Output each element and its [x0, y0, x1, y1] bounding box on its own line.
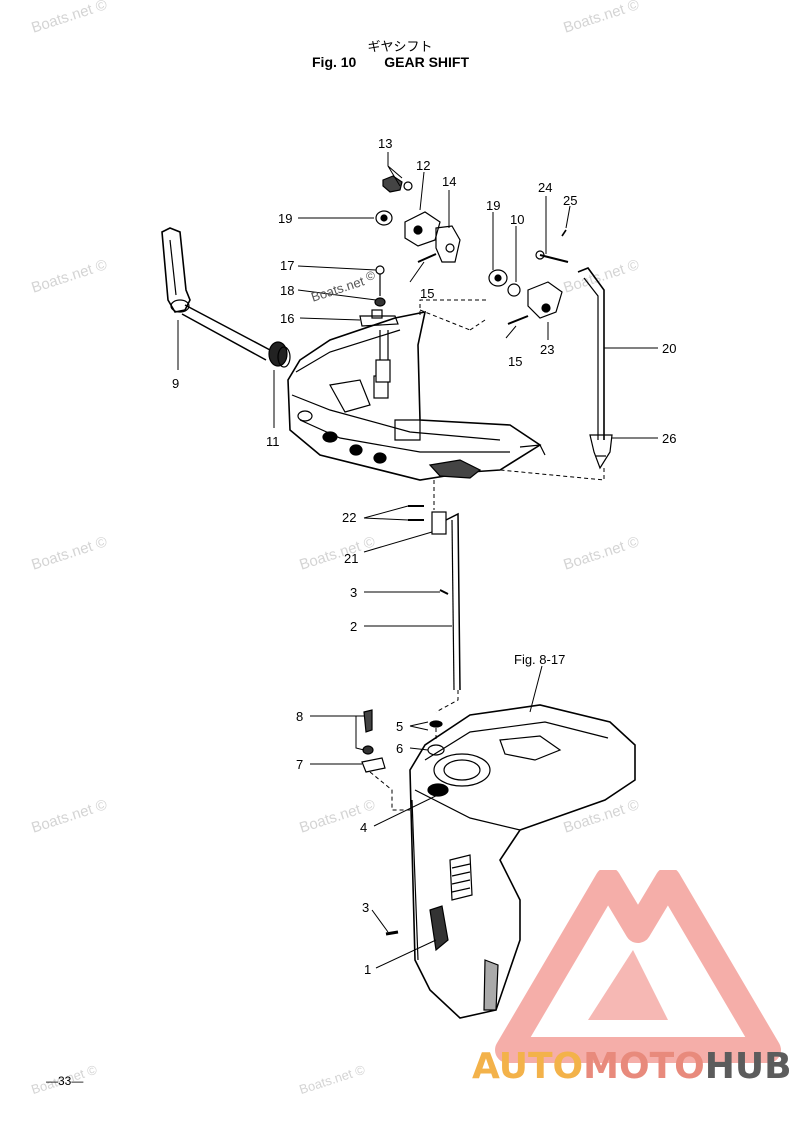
- small-parts: [361, 709, 445, 936]
- logo-part-auto: AUTO: [472, 1046, 584, 1087]
- callout-14: 14: [442, 174, 456, 189]
- callout-12: 12: [416, 158, 430, 173]
- callout-4: 4: [360, 820, 367, 835]
- callout-13: 13: [378, 136, 392, 151]
- shift-rod: [408, 505, 461, 691]
- callout-16: 16: [280, 311, 294, 326]
- callout-3: 3: [350, 585, 357, 600]
- shift-arms: [359, 175, 613, 470]
- callout-22: 22: [342, 510, 356, 525]
- logo-part-moto: MOTO: [583, 1046, 705, 1087]
- callout-5: 5: [396, 719, 403, 734]
- callout-2: 2: [350, 619, 357, 634]
- bottom-cowling: [287, 310, 546, 481]
- callout-1: 1: [364, 962, 371, 977]
- callout-10: 10: [510, 212, 524, 227]
- shift-lever: [161, 227, 291, 368]
- leader-lines: [177, 152, 658, 969]
- inline-watermark: Boats.net: [309, 273, 366, 304]
- callout-15: 15: [420, 286, 434, 301]
- automotohub-logo: [495, 870, 781, 1063]
- callout-19: 19: [278, 211, 292, 226]
- callout-18: 18: [280, 283, 294, 298]
- assembly-lines: [369, 299, 605, 811]
- callout-11: 11: [266, 434, 280, 449]
- figure-title: GEAR SHIFT: [384, 54, 470, 70]
- callout-labels: 13 12 14 19 19 10 24 25 17 18 16 15 15 2…: [172, 136, 676, 977]
- logo-part-hub: HUB: [704, 1046, 792, 1087]
- callout-17: 17: [280, 258, 294, 273]
- page-number: —33—: [46, 1074, 84, 1088]
- callout-9: 9: [172, 376, 179, 391]
- logo-wordmark: AUTOMOTOHUB: [472, 1046, 792, 1087]
- inline-watermark-symbol: ©: [366, 269, 375, 283]
- callout-20: 20: [662, 341, 676, 356]
- callout-25: 25: [563, 193, 577, 208]
- callout-8: 8: [296, 709, 303, 724]
- callout-19: 19: [486, 198, 500, 213]
- callout-26: 26: [662, 431, 676, 446]
- callout-24: 24: [538, 180, 552, 195]
- callout-15: 15: [508, 354, 522, 369]
- callout-23: 23: [540, 342, 554, 357]
- callout-3: 3: [362, 900, 369, 915]
- gear-case: [409, 704, 636, 1019]
- callout-6: 6: [396, 741, 403, 756]
- figure-number: Fig. 10: [312, 54, 357, 70]
- reference-fig: Fig. 8-17: [514, 652, 565, 667]
- callout-21: 21: [344, 551, 358, 566]
- title-row: Fig. 10 GEAR SHIFT: [312, 54, 469, 70]
- title-japanese: ギヤシフト: [367, 40, 433, 55]
- callout-7: 7: [296, 757, 303, 772]
